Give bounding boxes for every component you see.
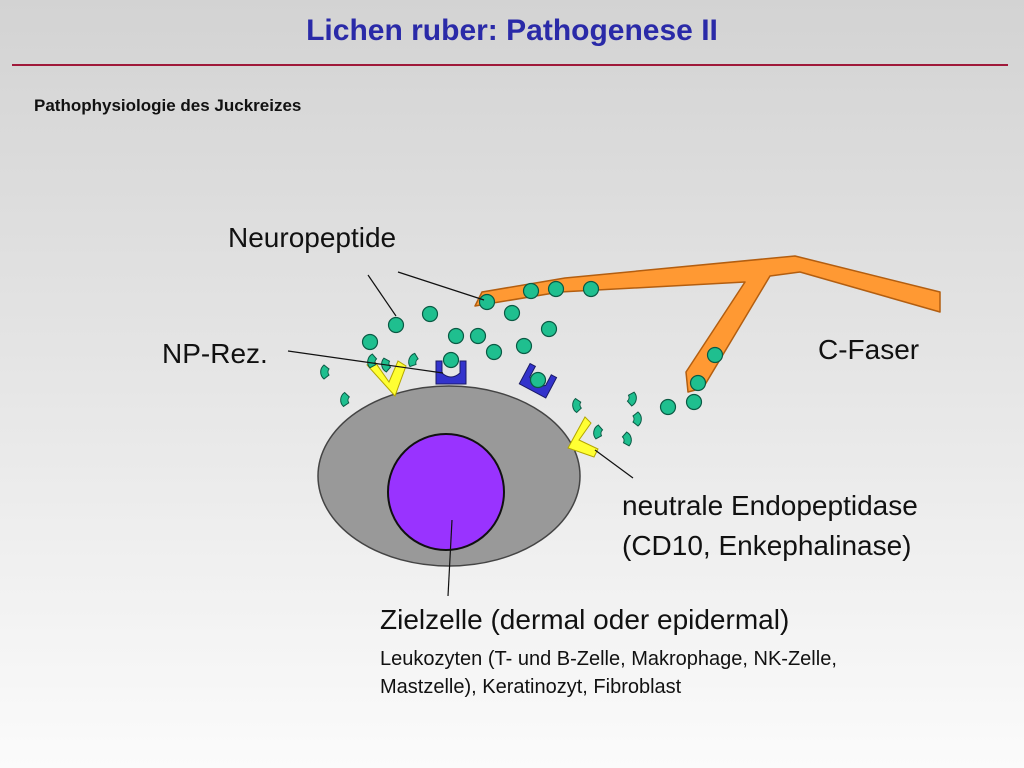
label-target-cell: Zielzelle (dermal oder epidermal) [380, 604, 790, 635]
neuropeptide-molecules [361, 280, 724, 416]
neutral-endopeptidase [567, 416, 599, 458]
label-cell-types-line1: Leukozyten (T- und B-Zelle, Makrophage, … [380, 648, 837, 670]
cell-nucleus [387, 433, 505, 551]
label-c-fiber: C-Faser [818, 334, 920, 365]
slide-subtitle: Pathophysiologie des Juckreizes [34, 96, 302, 115]
label-cell-types-line2: Mastzelle), Keratinozyt, Fibroblast [380, 676, 682, 698]
title-divider [12, 64, 1008, 66]
leader-lines [287, 271, 634, 597]
label-neuropeptide: Neuropeptide [228, 222, 397, 253]
label-np-receptor: NP-Rez. [162, 338, 268, 369]
slide-title: Lichen ruber: Pathogenese II [306, 14, 718, 47]
label-endopeptidase-aliases: (CD10, Enkephalinase) [622, 530, 912, 561]
label-endopeptidase: neutrale Endopeptidase [622, 490, 918, 521]
